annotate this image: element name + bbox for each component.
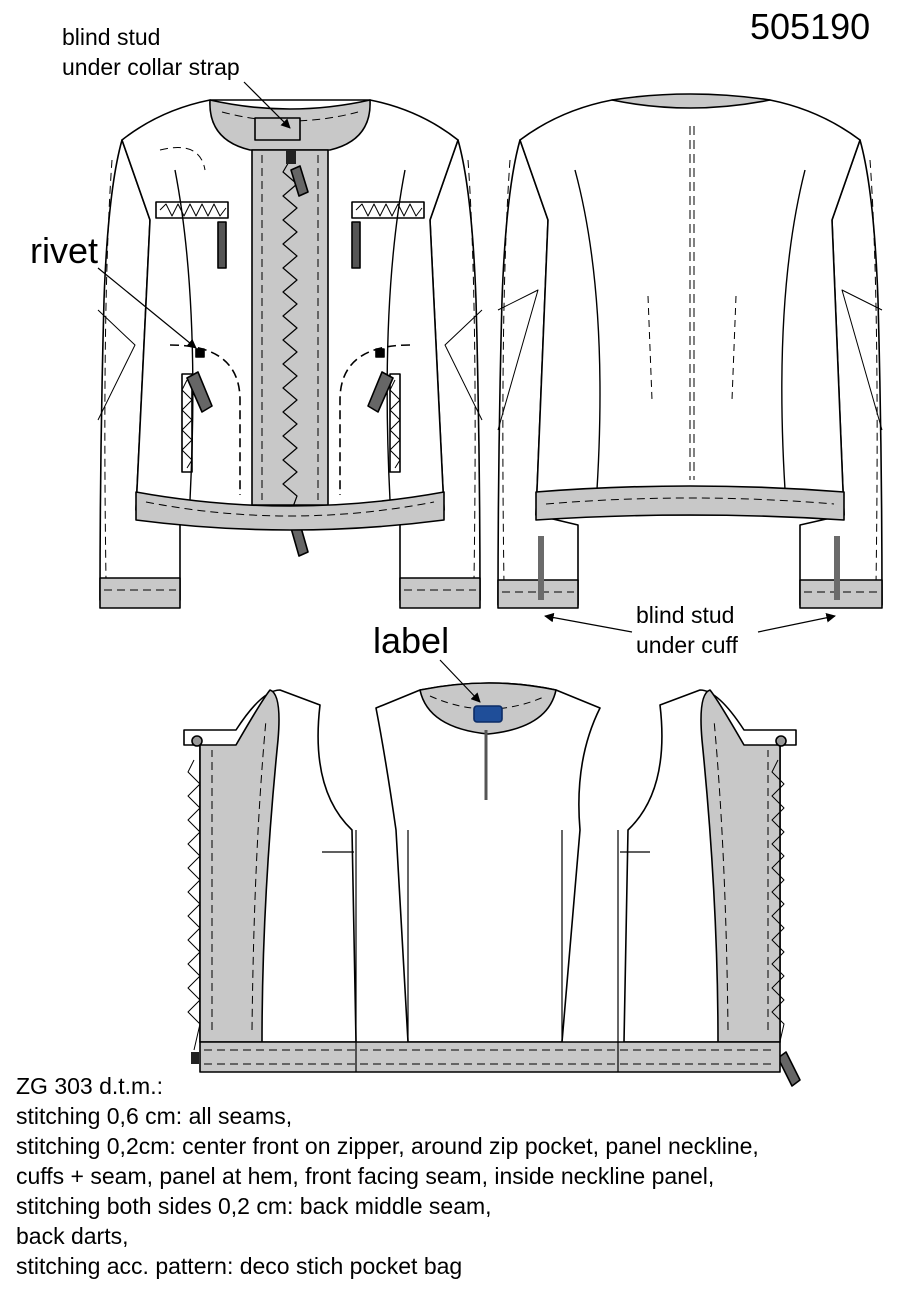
note-line: stitching both sides 0,2 cm: back middle… [16, 1193, 492, 1219]
label-badge [473, 705, 503, 723]
front-right-cuff [399, 577, 481, 609]
note-line: back darts, [16, 1223, 129, 1249]
front-left-cuff [99, 577, 181, 609]
back-neck-band [611, 93, 771, 109]
callout-rivet: rivet [30, 230, 99, 271]
collar-strap [254, 117, 301, 141]
inside-right-facing [700, 689, 781, 1043]
note-line: cuffs + seam, panel at hem, front facing… [16, 1163, 715, 1189]
chest-pocket-left [155, 201, 229, 269]
callout-collar-stud-line2: under collar strap [62, 54, 240, 80]
front-view [97, 99, 483, 609]
inside-left-facing [199, 689, 280, 1043]
callout-cuff-stud-line2: under cuff [636, 632, 738, 658]
front-center-panel [251, 149, 329, 506]
note-line: stitching 0,2cm: center front on zipper,… [16, 1133, 759, 1159]
inside-back [375, 682, 601, 1043]
lower-pocket-left [169, 344, 241, 495]
lower-pocket-right [339, 344, 411, 495]
note-line: ZG 303 d.t.m.: [16, 1073, 163, 1099]
cuff-stud-left [538, 536, 544, 600]
rivet-left [195, 348, 205, 358]
front-hem-band [135, 491, 445, 531]
callout-cuff-stud-line1: blind stud [636, 602, 735, 628]
chest-pocket-right [351, 201, 425, 269]
back-right-cuff [799, 579, 883, 609]
inside-right-zipper [771, 759, 785, 1051]
back-view [497, 93, 883, 609]
stitching-notes: ZG 303 d.t.m.: stitching 0,6 cm: all sea… [16, 1071, 759, 1281]
inside-left-zipper [187, 759, 201, 1051]
style-code: 505190 [750, 6, 871, 47]
cuff-stud-right [834, 536, 840, 600]
callout-arrows [97, 81, 836, 703]
front-zipper [282, 159, 298, 516]
callout-collar-stud-line1: blind stud [62, 24, 161, 50]
zipper-pull-top [290, 165, 309, 197]
inside-view [183, 682, 801, 1087]
note-line: stitching acc. pattern: deco stich pocke… [16, 1253, 463, 1279]
note-line: stitching 0,6 cm: all seams, [16, 1103, 293, 1129]
rivet-right [375, 348, 385, 358]
inside-hem-band [199, 1041, 781, 1073]
callout-label: label [373, 620, 450, 661]
back-hem-band [535, 485, 845, 521]
